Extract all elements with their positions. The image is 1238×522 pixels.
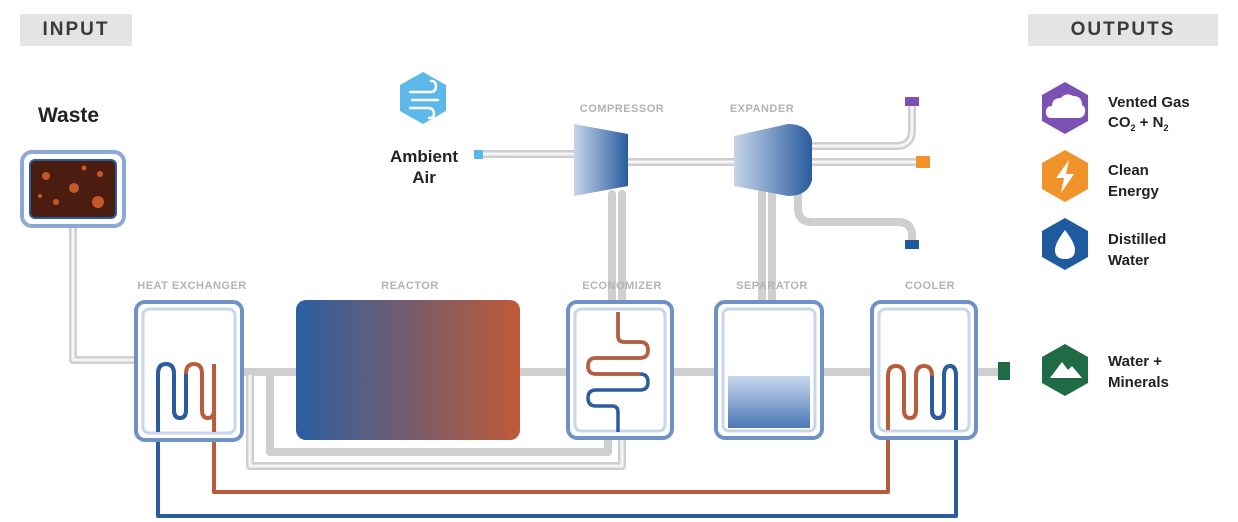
- distilled-water-label-line2: Water: [1108, 252, 1149, 269]
- economizer-unit: [566, 300, 674, 440]
- air-inlet-port: [474, 150, 483, 159]
- ambient-air-label-line1: Ambient: [390, 147, 458, 166]
- clean-energy-label-line2: Energy: [1108, 183, 1160, 200]
- wind-icon: [400, 72, 446, 124]
- vented-gas-port: [905, 97, 919, 106]
- water-minerals-label-line1: Water +: [1108, 353, 1162, 370]
- ambient-air-label-line2: Air: [412, 168, 436, 187]
- heat-exchanger-unit: [134, 300, 244, 442]
- heat-exchanger-label: HEAT EXCHANGER: [137, 280, 246, 292]
- compressor-turbine: [574, 124, 628, 196]
- clean-energy-label-line1: Clean: [1108, 162, 1149, 179]
- reactor-vessel: [296, 300, 520, 440]
- vented-gas-label-line2: CO2 + N2: [1108, 114, 1168, 133]
- outputs-header: OUTPUTS: [1028, 14, 1218, 46]
- lightning-bolt-icon: [1042, 150, 1088, 202]
- cooler-unit: [870, 300, 978, 440]
- separator-unit: [714, 300, 824, 440]
- waste-bin: [20, 150, 126, 228]
- water-drop-icon: [1042, 218, 1088, 270]
- input-header: INPUT: [20, 14, 132, 46]
- heat-loop-pipes: [156, 428, 958, 518]
- mountain-icon: [1042, 344, 1088, 396]
- expander-label: EXPANDER: [730, 103, 794, 115]
- vented-gas-label-line1: Vented Gas: [1108, 94, 1190, 111]
- distilled-water-port: [905, 240, 919, 249]
- economizer-label: ECONOMIZER: [582, 280, 662, 292]
- separator-label: SEPARATOR: [736, 280, 808, 292]
- water-minerals-label-line2: Minerals: [1108, 374, 1169, 391]
- waste-label: Waste: [38, 104, 99, 127]
- minerals-port: [998, 362, 1010, 380]
- distilled-water-label-line1: Distilled: [1108, 231, 1166, 248]
- clean-energy-port: [916, 156, 930, 168]
- reactor-label: REACTOR: [381, 280, 439, 292]
- compressor-label: COMPRESSOR: [580, 103, 664, 115]
- cooler-label: COOLER: [905, 280, 955, 292]
- expander-turbine: [734, 124, 812, 196]
- cloud-icon: [1042, 82, 1088, 134]
